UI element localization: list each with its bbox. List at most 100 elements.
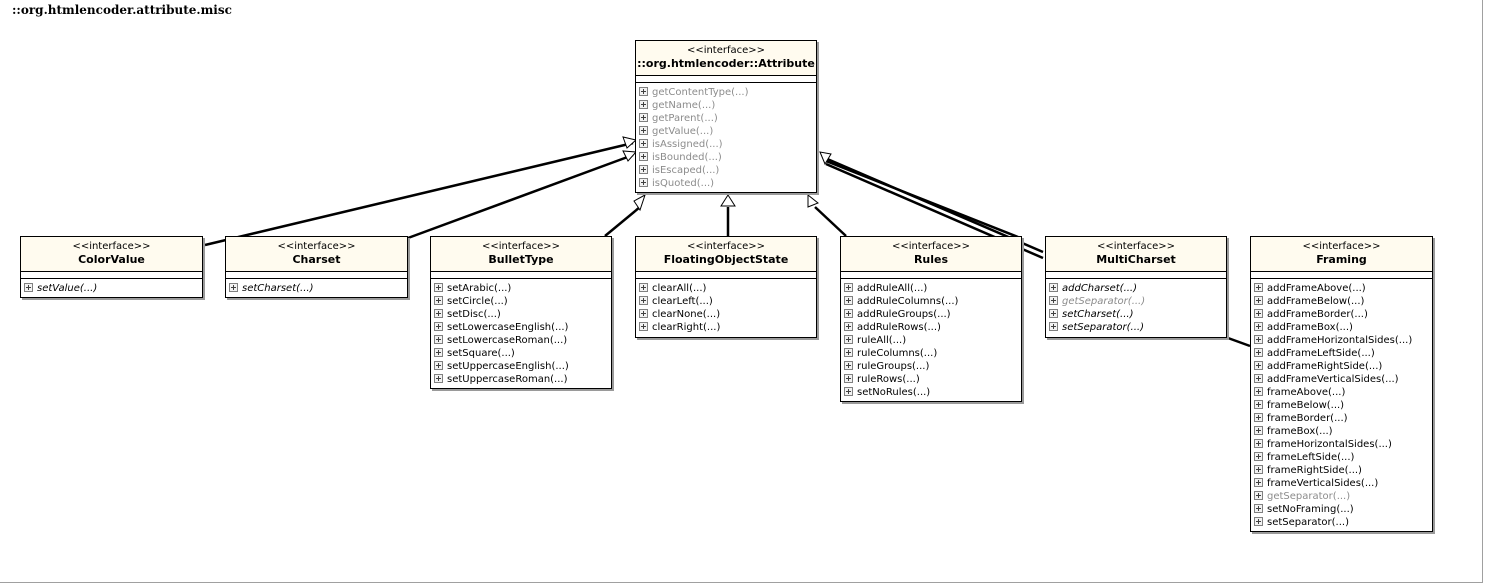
expand-plus-icon[interactable] [639, 164, 648, 174]
expand-plus-icon[interactable] [434, 295, 443, 305]
expand-plus-icon[interactable] [639, 295, 648, 305]
operation-row[interactable]: addFrameBorder(...) [1254, 308, 1432, 321]
operation-row[interactable]: frameHorizontalSides(...) [1254, 438, 1432, 451]
operation-row[interactable]: ruleRows(...) [844, 373, 1021, 386]
operation-row[interactable]: addFrameLeftSide(...) [1254, 347, 1432, 360]
operation-row[interactable]: addRuleAll(...) [844, 282, 1021, 295]
expand-plus-icon[interactable] [1049, 308, 1058, 318]
expand-plus-icon[interactable] [1254, 373, 1263, 383]
expand-plus-icon[interactable] [639, 86, 648, 96]
operation-row[interactable]: isEscaped(...) [639, 164, 816, 177]
operation-row[interactable]: clearLeft(...) [639, 295, 816, 308]
operation-row[interactable]: addFrameVerticalSides(...) [1254, 373, 1432, 386]
expand-plus-icon[interactable] [229, 282, 238, 292]
class-floatingobjectstate[interactable]: <<interface>> FloatingObjectState clearA… [635, 236, 817, 338]
operation-row[interactable]: isAssigned(...) [639, 138, 816, 151]
expand-plus-icon[interactable] [1254, 282, 1263, 292]
expand-plus-icon[interactable] [434, 373, 443, 383]
operation-row[interactable]: isBounded(...) [639, 151, 816, 164]
expand-plus-icon[interactable] [639, 321, 648, 331]
operation-row[interactable]: getName(...) [639, 99, 816, 112]
operation-row[interactable]: addRuleColumns(...) [844, 295, 1021, 308]
expand-plus-icon[interactable] [1049, 295, 1058, 305]
operation-row[interactable]: setUppercaseEnglish(...) [434, 360, 611, 373]
operation-row[interactable]: setLowercaseEnglish(...) [434, 321, 611, 334]
expand-plus-icon[interactable] [1254, 490, 1263, 500]
expand-plus-icon[interactable] [1254, 464, 1263, 474]
operation-row[interactable]: clearNone(...) [639, 308, 816, 321]
operation-row[interactable]: getSeparator(...) [1254, 490, 1432, 503]
expand-plus-icon[interactable] [434, 282, 443, 292]
operation-row[interactable]: addFrameHorizontalSides(...) [1254, 334, 1432, 347]
operation-row[interactable]: frameBelow(...) [1254, 399, 1432, 412]
expand-plus-icon[interactable] [1254, 347, 1263, 357]
expand-plus-icon[interactable] [1254, 295, 1263, 305]
expand-plus-icon[interactable] [1254, 438, 1263, 448]
expand-plus-icon[interactable] [639, 138, 648, 148]
operation-row[interactable]: getValue(...) [639, 125, 816, 138]
operation-row[interactable]: ruleGroups(...) [844, 360, 1021, 373]
operation-row[interactable]: setCircle(...) [434, 295, 611, 308]
operation-row[interactable]: setCharset(...) [1049, 308, 1226, 321]
expand-plus-icon[interactable] [639, 151, 648, 161]
expand-plus-icon[interactable] [844, 295, 853, 305]
expand-plus-icon[interactable] [1254, 399, 1263, 409]
expand-plus-icon[interactable] [1049, 321, 1058, 331]
expand-plus-icon[interactable] [1254, 425, 1263, 435]
expand-plus-icon[interactable] [434, 334, 443, 344]
operation-row[interactable]: setCharset(...) [229, 282, 407, 295]
expand-plus-icon[interactable] [1254, 386, 1263, 396]
operation-row[interactable]: getSeparator(...) [1049, 295, 1226, 308]
operation-row[interactable]: setArabic(...) [434, 282, 611, 295]
operation-row[interactable]: addFrameAbove(...) [1254, 282, 1432, 295]
operation-row[interactable]: addFrameBox(...) [1254, 321, 1432, 334]
expand-plus-icon[interactable] [1254, 308, 1263, 318]
expand-plus-icon[interactable] [844, 360, 853, 370]
expand-plus-icon[interactable] [1254, 334, 1263, 344]
operation-row[interactable]: clearAll(...) [639, 282, 816, 295]
expand-plus-icon[interactable] [24, 282, 33, 292]
operation-row[interactable]: ruleColumns(...) [844, 347, 1021, 360]
operation-row[interactable]: frameBorder(...) [1254, 412, 1432, 425]
operation-row[interactable]: addFrameRightSide(...) [1254, 360, 1432, 373]
operation-row[interactable]: addRuleRows(...) [844, 321, 1021, 334]
expand-plus-icon[interactable] [844, 334, 853, 344]
class-rules[interactable]: <<interface>> Rules addRuleAll(...)addRu… [840, 236, 1022, 402]
expand-plus-icon[interactable] [1254, 451, 1263, 461]
expand-plus-icon[interactable] [639, 282, 648, 292]
expand-plus-icon[interactable] [844, 282, 853, 292]
operation-row[interactable]: frameAbove(...) [1254, 386, 1432, 399]
operation-row[interactable]: clearRight(...) [639, 321, 816, 334]
expand-plus-icon[interactable] [1254, 516, 1263, 526]
operation-row[interactable]: frameRightSide(...) [1254, 464, 1432, 477]
operation-row[interactable]: setUppercaseRoman(...) [434, 373, 611, 386]
operation-row[interactable]: getContentType(...) [639, 86, 816, 99]
operation-row[interactable]: setSeparator(...) [1254, 516, 1432, 529]
expand-plus-icon[interactable] [639, 112, 648, 122]
expand-plus-icon[interactable] [844, 347, 853, 357]
operation-row[interactable]: getParent(...) [639, 112, 816, 125]
class-framing[interactable]: <<interface>> Framing addFrameAbove(...)… [1250, 236, 1433, 532]
operation-row[interactable]: setValue(...) [24, 282, 202, 295]
expand-plus-icon[interactable] [844, 321, 853, 331]
expand-plus-icon[interactable] [434, 360, 443, 370]
operation-row[interactable]: setNoFraming(...) [1254, 503, 1432, 516]
operation-row[interactable]: setSquare(...) [434, 347, 611, 360]
expand-plus-icon[interactable] [1254, 360, 1263, 370]
expand-plus-icon[interactable] [1254, 412, 1263, 422]
class-charset[interactable]: <<interface>> Charset setCharset(...) [225, 236, 408, 298]
expand-plus-icon[interactable] [844, 373, 853, 383]
expand-plus-icon[interactable] [1049, 282, 1058, 292]
expand-plus-icon[interactable] [434, 347, 443, 357]
class-bullettype[interactable]: <<interface>> BulletType setArabic(...)s… [430, 236, 612, 389]
expand-plus-icon[interactable] [639, 125, 648, 135]
expand-plus-icon[interactable] [434, 308, 443, 318]
expand-plus-icon[interactable] [844, 386, 853, 396]
operation-row[interactable]: addFrameBelow(...) [1254, 295, 1432, 308]
operation-row[interactable]: setNoRules(...) [844, 386, 1021, 399]
operation-row[interactable]: frameBox(...) [1254, 425, 1432, 438]
expand-plus-icon[interactable] [639, 308, 648, 318]
class-colorvalue[interactable]: <<interface>> ColorValue setValue(...) [20, 236, 203, 298]
class-attribute[interactable]: <<interface>> ::org.htmlencoder::Attribu… [635, 40, 817, 193]
operation-row[interactable]: setLowercaseRoman(...) [434, 334, 611, 347]
